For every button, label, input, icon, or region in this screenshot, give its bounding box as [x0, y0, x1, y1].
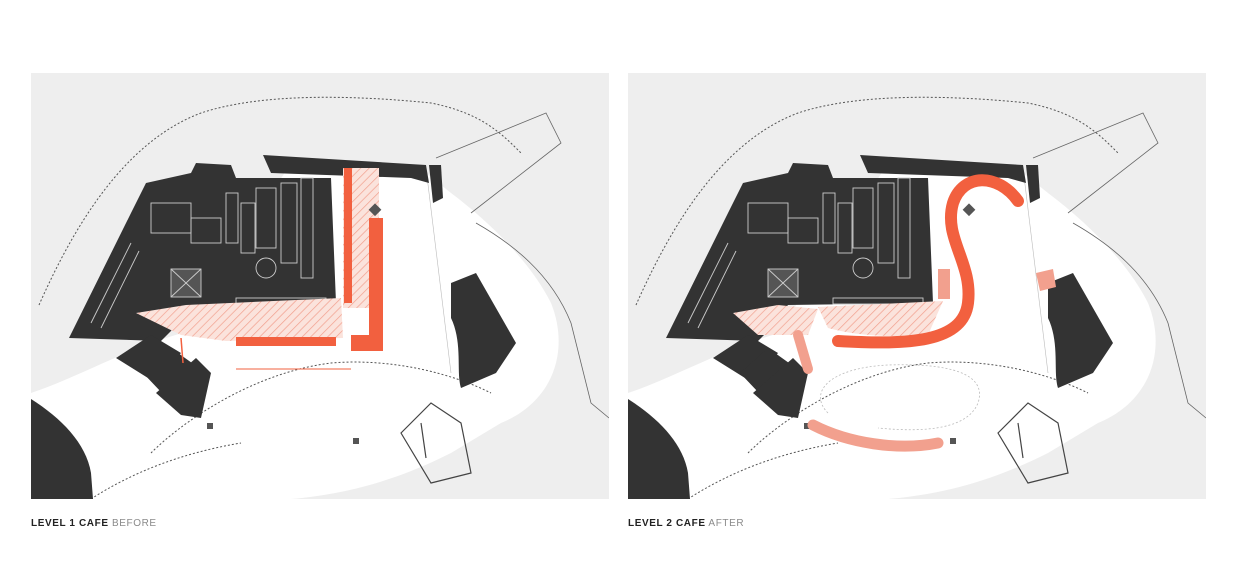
curved-counter [832, 174, 1024, 349]
floor-plan-after-drawing [628, 96, 1206, 499]
seating-outline [820, 364, 980, 431]
counter-stub-left [793, 330, 813, 374]
floor-plan-before-drawing [31, 96, 609, 499]
counter-right [1036, 269, 1056, 291]
hatched-zone-before [136, 298, 343, 341]
counter-stub [938, 269, 950, 299]
caption-after-state: AFTER [708, 518, 745, 529]
seating-arc [807, 419, 944, 452]
hatched-zone-after-centre [818, 301, 943, 337]
hatched-zone-after-left [733, 305, 818, 335]
caption-after-label: LEVEL 2 CAFE [628, 518, 706, 529]
floor-plan-before [31, 73, 609, 499]
counter-edge [180, 337, 184, 364]
counter-vertical [344, 168, 352, 303]
caption-after: LEVEL 2 CAFE AFTER [628, 518, 744, 529]
north-marker-icon [368, 203, 382, 217]
caption-before-label: LEVEL 1 CAFE [31, 518, 109, 529]
counter-corner [351, 335, 383, 351]
caption-before-state: BEFORE [111, 518, 157, 529]
counter-horizontal [236, 337, 336, 346]
caption-before: LEVEL 1 CAFE BEFORE [31, 518, 157, 529]
counter-vertical-outer [369, 218, 383, 351]
floor-plan-after [628, 73, 1206, 499]
